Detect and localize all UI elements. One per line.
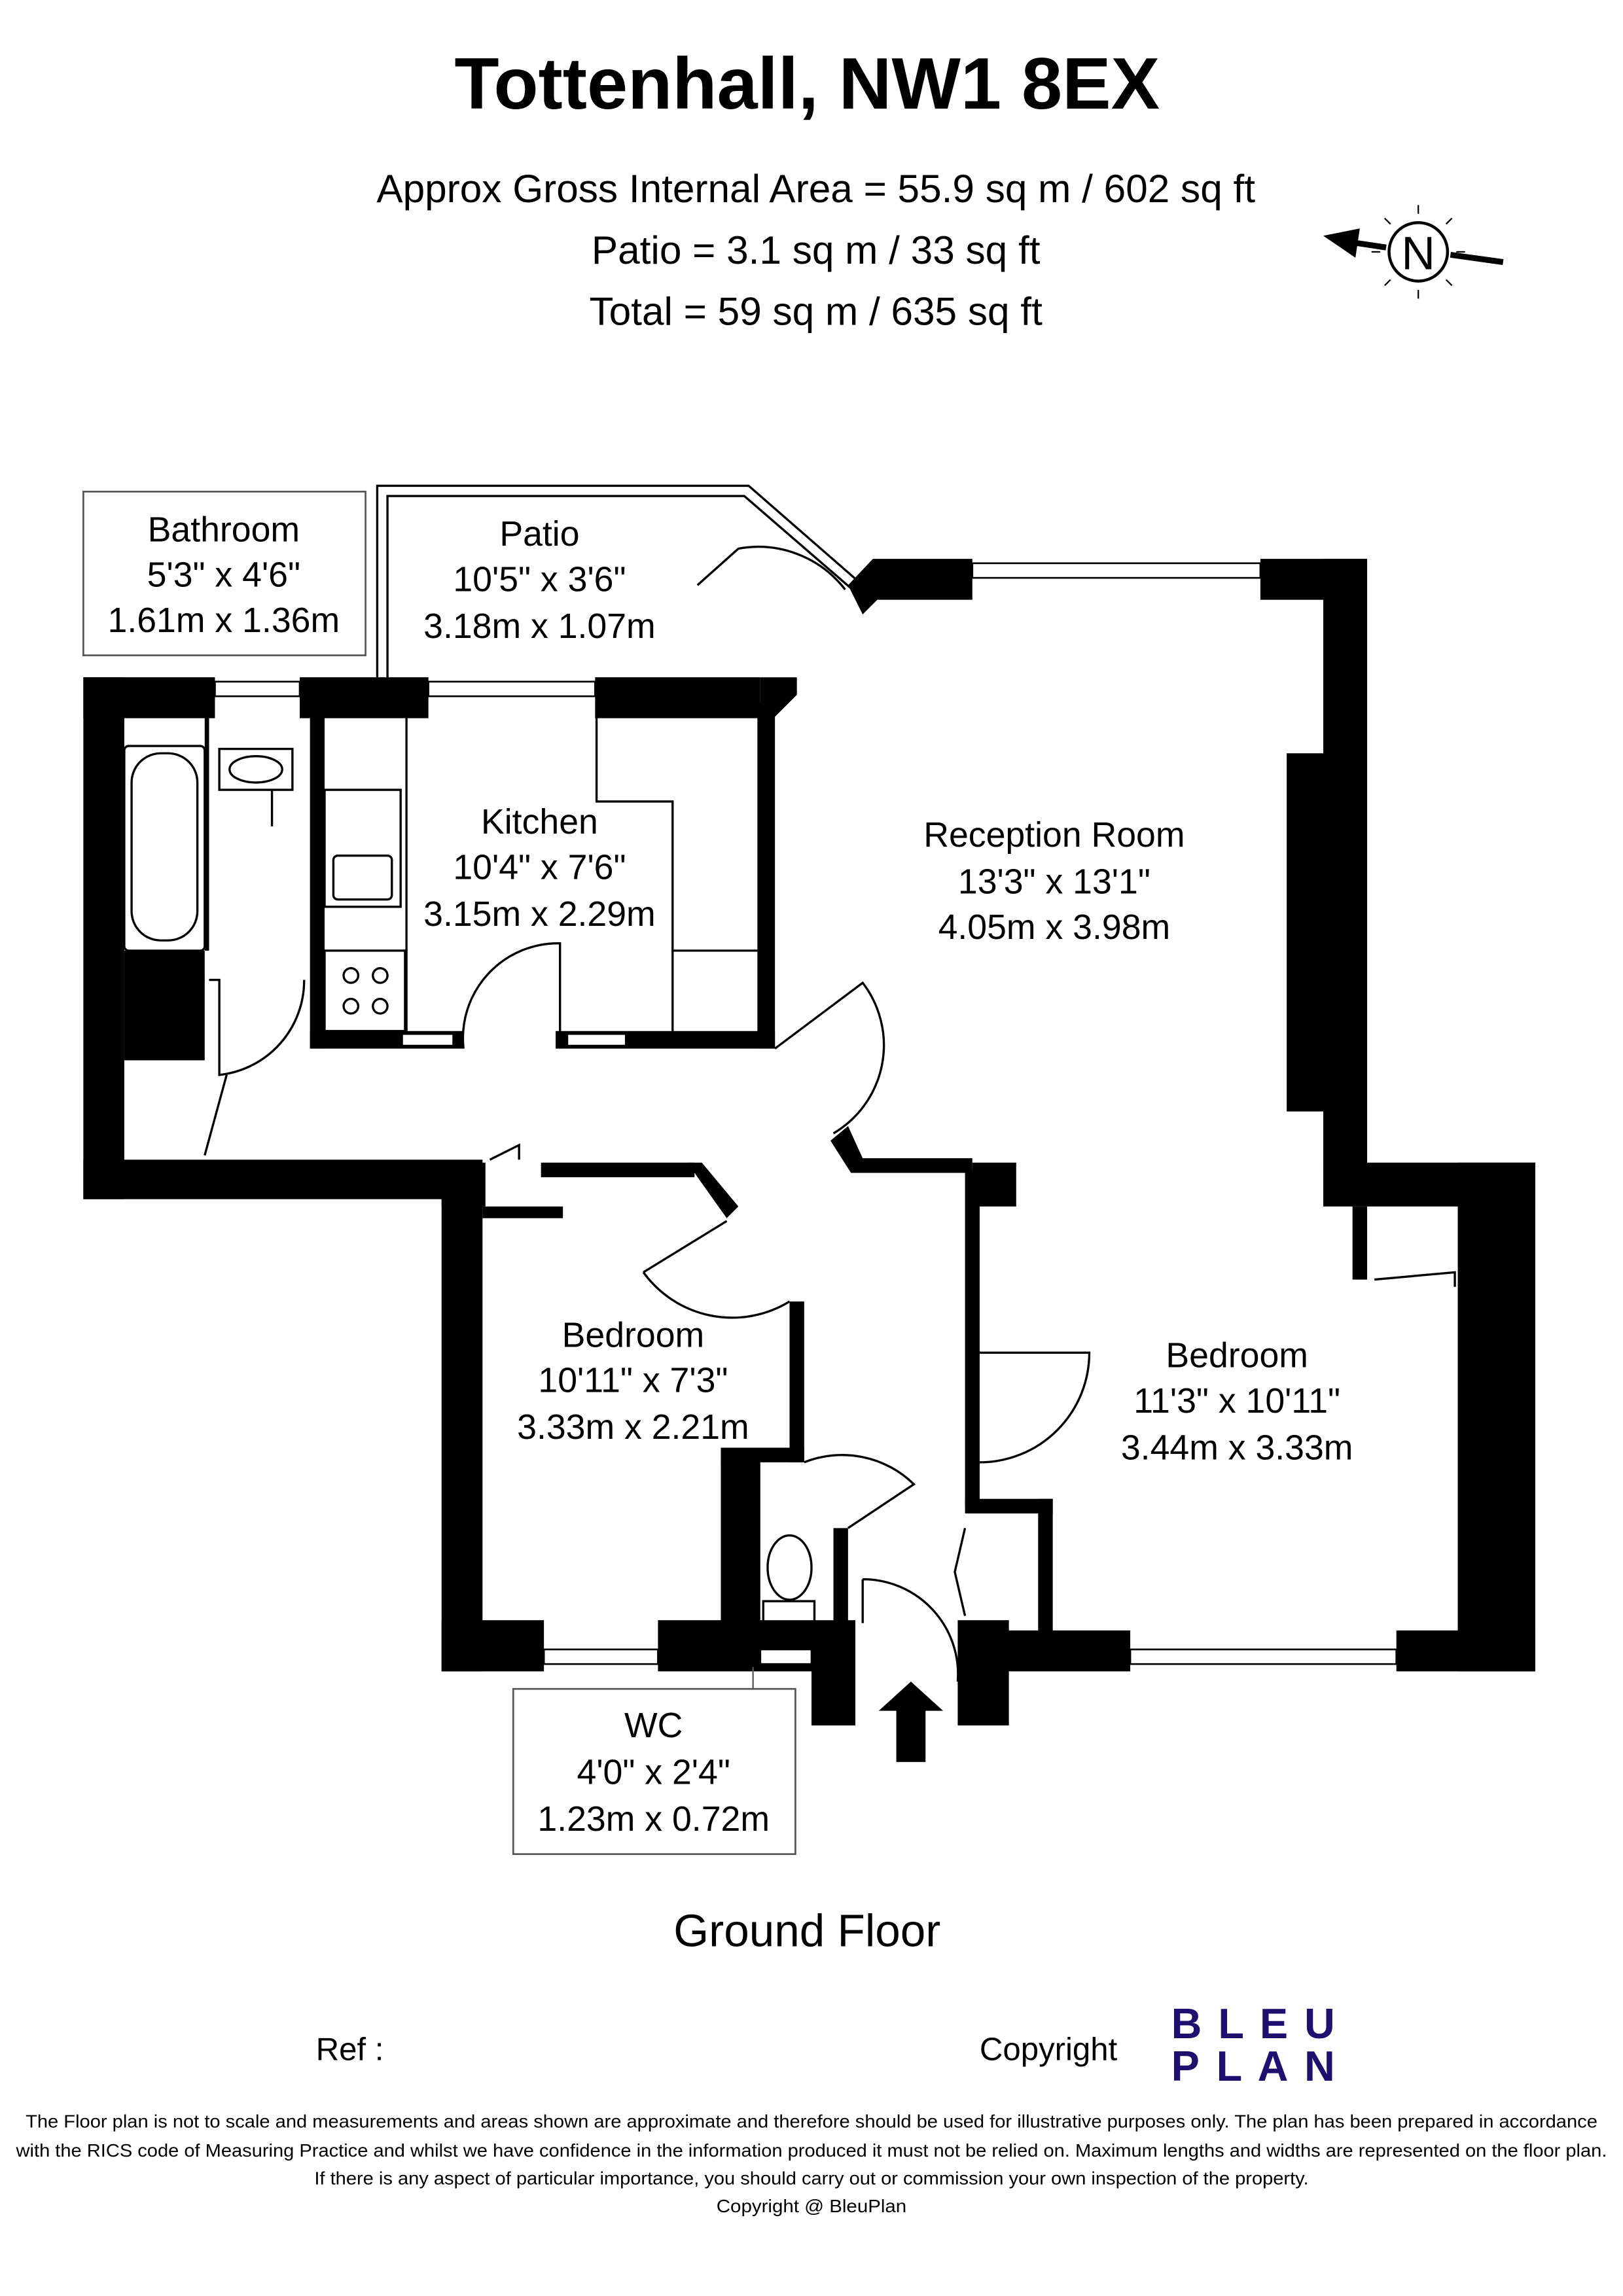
room-name: Bedroom xyxy=(562,1315,705,1354)
total-area: Total = 59 sq m / 635 sq ft xyxy=(590,289,1043,334)
disclaimer-copyright: Copyright @ BleuPlan xyxy=(717,2196,906,2216)
room-metric: 1.23m x 0.72m xyxy=(537,1799,770,1839)
bleuplan-logo: B L E U P L A N xyxy=(1171,2000,1335,2090)
room-metric: 3.33m x 2.21m xyxy=(517,1407,749,1447)
wc-label-box xyxy=(512,1687,796,1855)
page-title: Tottenhall, NW1 8EX xyxy=(454,43,1160,124)
patio-area: Patio = 3.1 sq m / 33 sq ft xyxy=(592,228,1041,272)
room-imperial: 10'11" x 7'3" xyxy=(538,1361,728,1400)
logo-line-2: P L A N xyxy=(1171,2042,1335,2090)
fixtures xyxy=(123,718,816,1625)
room-metric: 3.18m x 1.07m xyxy=(423,607,656,646)
floor-label: Ground Floor xyxy=(673,1905,940,1956)
compass-label: N xyxy=(1401,228,1435,280)
room-wc: WC 4'0" x 2'4" 1.23m x 0.72m xyxy=(537,1706,770,1839)
windows xyxy=(214,562,1398,1665)
room-name: WC xyxy=(624,1706,683,1745)
patio-outline xyxy=(376,484,864,678)
bathroom-label-box xyxy=(82,490,366,656)
room-metric: 4.05m x 3.98m xyxy=(938,908,1171,947)
room-name: Bedroom xyxy=(1166,1336,1308,1375)
ref-label: Ref : xyxy=(316,2032,384,2068)
room-name: Kitchen xyxy=(481,802,598,841)
room-kitchen: Kitchen 10'4" x 7'6" 3.15m x 2.29m xyxy=(423,802,656,934)
gross-area: Approx Gross Internal Area = 55.9 sq m /… xyxy=(376,166,1255,211)
north-arrow-icon: N xyxy=(1323,205,1504,299)
room-bedroom-1: Bedroom 10'11" x 7'3" 3.33m x 2.21m xyxy=(517,1315,749,1447)
room-imperial: 10'4" x 7'6" xyxy=(453,847,626,887)
disclaimer-line: If there is any aspect of particular imp… xyxy=(314,2168,1308,2189)
walls xyxy=(83,559,1535,1726)
room-name: Patio xyxy=(499,514,579,554)
room-bedroom-2: Bedroom 11'3" x 10'11" 3.44m x 3.33m xyxy=(1121,1336,1353,1468)
room-metric: 3.15m x 2.29m xyxy=(423,894,656,934)
room-metric: 3.44m x 3.33m xyxy=(1121,1428,1353,1467)
room-patio: Patio 10'5" x 3'6" 3.18m x 1.07m xyxy=(423,514,656,646)
room-name: Reception Room xyxy=(923,815,1185,855)
room-imperial: 11'3" x 10'11" xyxy=(1133,1381,1340,1421)
logo-line-1: B L E U xyxy=(1171,2000,1335,2047)
entrance-arrow-icon xyxy=(878,1681,944,1762)
disclaimer-line: with the RICS code of Measuring Practice… xyxy=(16,2140,1607,2161)
room-imperial: 5'3" x 4'6" xyxy=(147,556,300,595)
room-imperial: 4'0" x 2'4" xyxy=(577,1752,730,1792)
room-reception: Reception Room 13'3" x 13'1" 4.05m x 3.9… xyxy=(923,815,1185,947)
copyright-label: Copyright xyxy=(980,2032,1118,2068)
doors xyxy=(204,546,1456,1682)
disclaimer-line: The Floor plan is not to scale and measu… xyxy=(26,2111,1597,2131)
room-bathroom: Bathroom 5'3" x 4'6" 1.61m x 1.36m xyxy=(108,510,340,640)
disclaimer: The Floor plan is not to scale and measu… xyxy=(16,2111,1607,2216)
room-imperial: 10'5" x 3'6" xyxy=(453,559,626,599)
room-metric: 1.61m x 1.36m xyxy=(108,601,340,640)
room-name: Bathroom xyxy=(148,510,300,549)
room-imperial: 13'3" x 13'1" xyxy=(958,862,1150,902)
